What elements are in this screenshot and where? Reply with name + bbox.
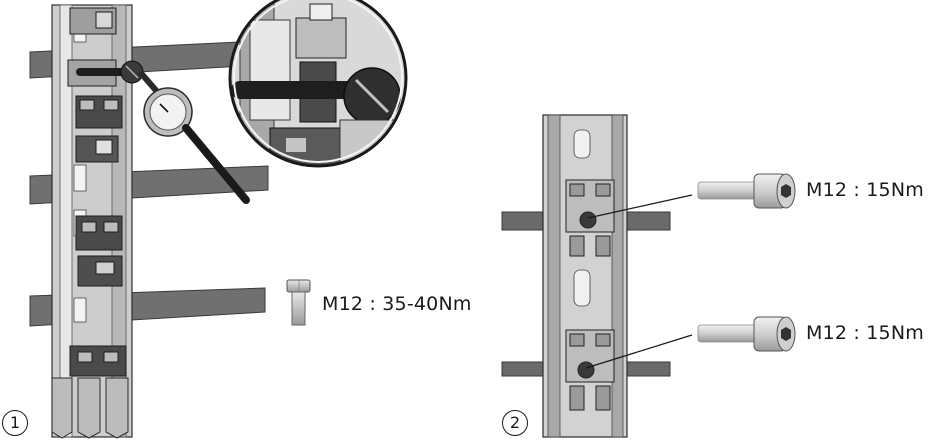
torque-label-step-2-upper: M12 : 15Nm bbox=[806, 179, 924, 201]
torque-label-step-1: M12 : 35-40Nm bbox=[322, 293, 472, 315]
torque-label-step-2-lower: M12 : 15Nm bbox=[806, 322, 924, 344]
socket-cap-screw-icon-2 bbox=[697, 316, 796, 352]
clamp-lower bbox=[565, 329, 615, 411]
vertical-frame-step-2 bbox=[542, 114, 628, 438]
socket-cap-screw-icon-1 bbox=[697, 173, 796, 209]
torque-wrench-step-1 bbox=[76, 60, 250, 204]
step-2-illustration bbox=[501, 114, 796, 438]
terminal-blocks-step-1 bbox=[67, 7, 127, 377]
step-1-illustration bbox=[29, 0, 408, 439]
clamp-upper bbox=[565, 179, 615, 257]
zoom-detail-circle bbox=[228, 0, 408, 168]
step-1-number: 1 bbox=[2, 410, 28, 436]
leader-lines bbox=[585, 194, 693, 369]
vertical-frame-step-1 bbox=[51, 4, 133, 439]
hex-bolt-icon bbox=[286, 279, 311, 326]
step-2-number: 2 bbox=[502, 410, 528, 436]
